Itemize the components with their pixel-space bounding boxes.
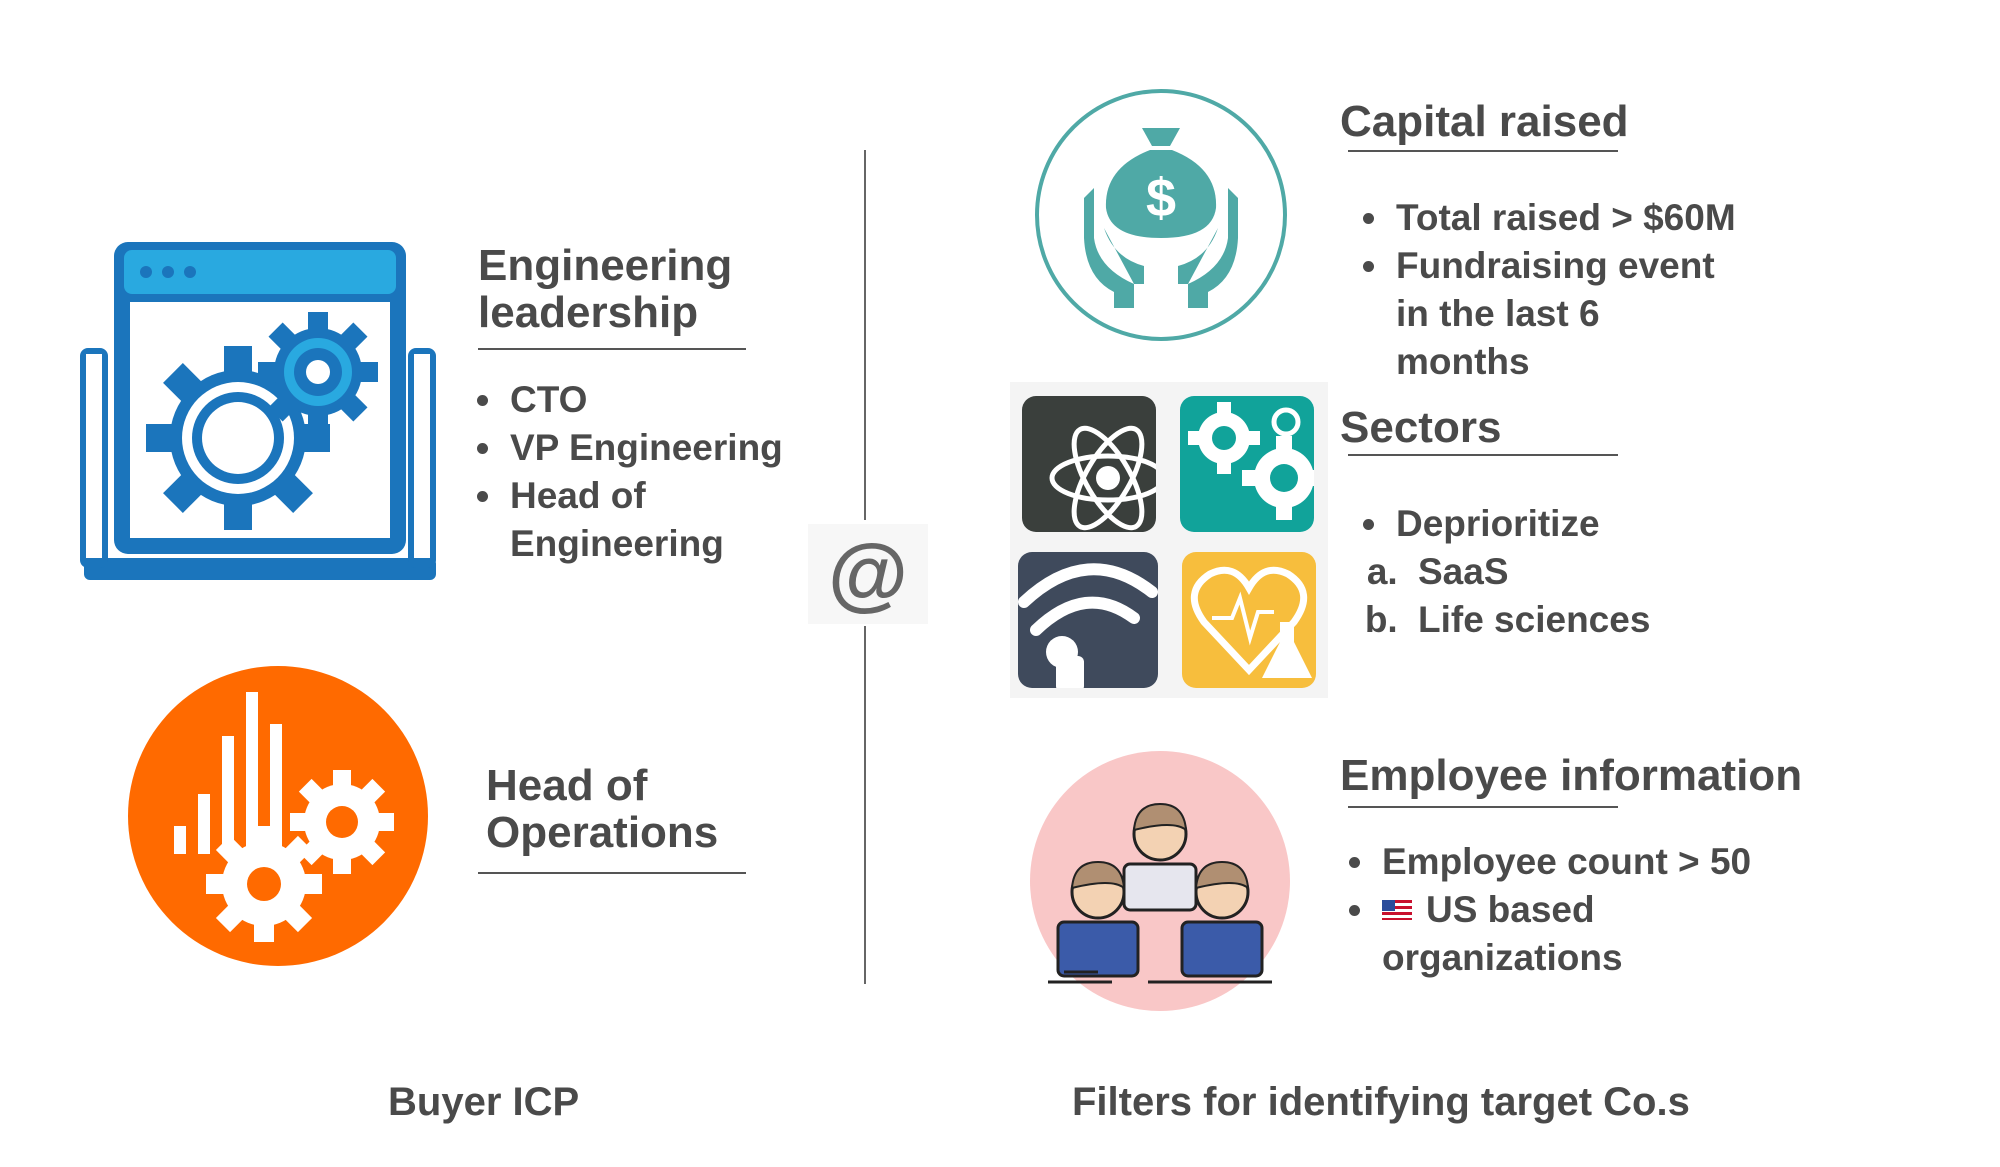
engineering-underline: [478, 348, 746, 350]
operations-chart-gears-icon: [128, 666, 428, 966]
filters-caption: Filters for identifying target Co.s: [1072, 1080, 1690, 1124]
list-item: Fundraising event in the last 6 months: [1392, 242, 1736, 386]
engineering-heading-line1: Engineering: [478, 241, 733, 290]
list-item: Total raised > $60M: [1392, 194, 1792, 242]
operations-underline: [478, 872, 746, 874]
atom-icon: [1022, 396, 1156, 532]
list-item: Deprioritize SaaS Life sciences: [1392, 500, 1792, 644]
list-item: CTO: [506, 376, 826, 424]
employee-criteria-list: Employee count > 50 US based organizatio…: [1348, 838, 1778, 982]
divider-top: [864, 150, 866, 520]
sectors-criteria-list: Deprioritize SaaS Life sciences: [1362, 500, 1792, 644]
engineering-heading: Engineering leadership: [478, 242, 732, 336]
sectors-underline: [1348, 454, 1618, 456]
person-top: [1122, 802, 1198, 912]
us-based-label: US based organizations: [1382, 889, 1623, 978]
list-item: Life sciences: [1408, 596, 1792, 644]
us-flag-icon: [1382, 900, 1412, 920]
capital-criteria-list: Total raised > $60M Fundraising event in…: [1362, 194, 1792, 386]
list-item: Employee count > 50: [1378, 838, 1778, 886]
team-people-icon: [1030, 751, 1290, 1011]
employee-heading: Employee information: [1340, 751, 1803, 800]
operations-heading-line1: Head of: [486, 761, 648, 810]
buyer-icp-caption: Buyer ICP: [388, 1080, 580, 1124]
heart-flask-icon: [1182, 552, 1316, 688]
sectors-icon-grid: [1010, 382, 1328, 698]
gears-icon: [1180, 396, 1314, 532]
person-left: [1056, 860, 1140, 978]
engineering-gears-icon: [80, 242, 436, 580]
list-item: US based organizations: [1378, 886, 1682, 982]
deprioritized-sectors-list: SaaS Life sciences: [1368, 548, 1792, 644]
operations-heading-line2: Operations: [486, 808, 719, 857]
engineering-roles-list: CTO VP Engineering Head of Engineering: [476, 376, 826, 568]
list-item: SaaS: [1408, 548, 1792, 596]
capital-underline: [1348, 150, 1618, 152]
money-bag-hands-icon: $: [1035, 89, 1287, 341]
list-item: Head of Engineering: [506, 472, 740, 568]
engineering-heading-line2: leadership: [478, 288, 699, 337]
list-item: VP Engineering: [506, 424, 826, 472]
person-right: [1180, 860, 1264, 978]
employee-underline: [1348, 806, 1618, 808]
svg-text:$: $: [1146, 168, 1176, 228]
at-symbol: @: [808, 524, 928, 624]
operations-heading: Head of Operations: [486, 762, 718, 856]
capital-heading: Capital raised: [1340, 97, 1629, 146]
sectors-heading: Sectors: [1340, 403, 1502, 452]
deprioritize-label: Deprioritize: [1396, 503, 1600, 544]
wifi-person-icon: [1018, 552, 1158, 688]
divider-bottom: [864, 626, 866, 984]
